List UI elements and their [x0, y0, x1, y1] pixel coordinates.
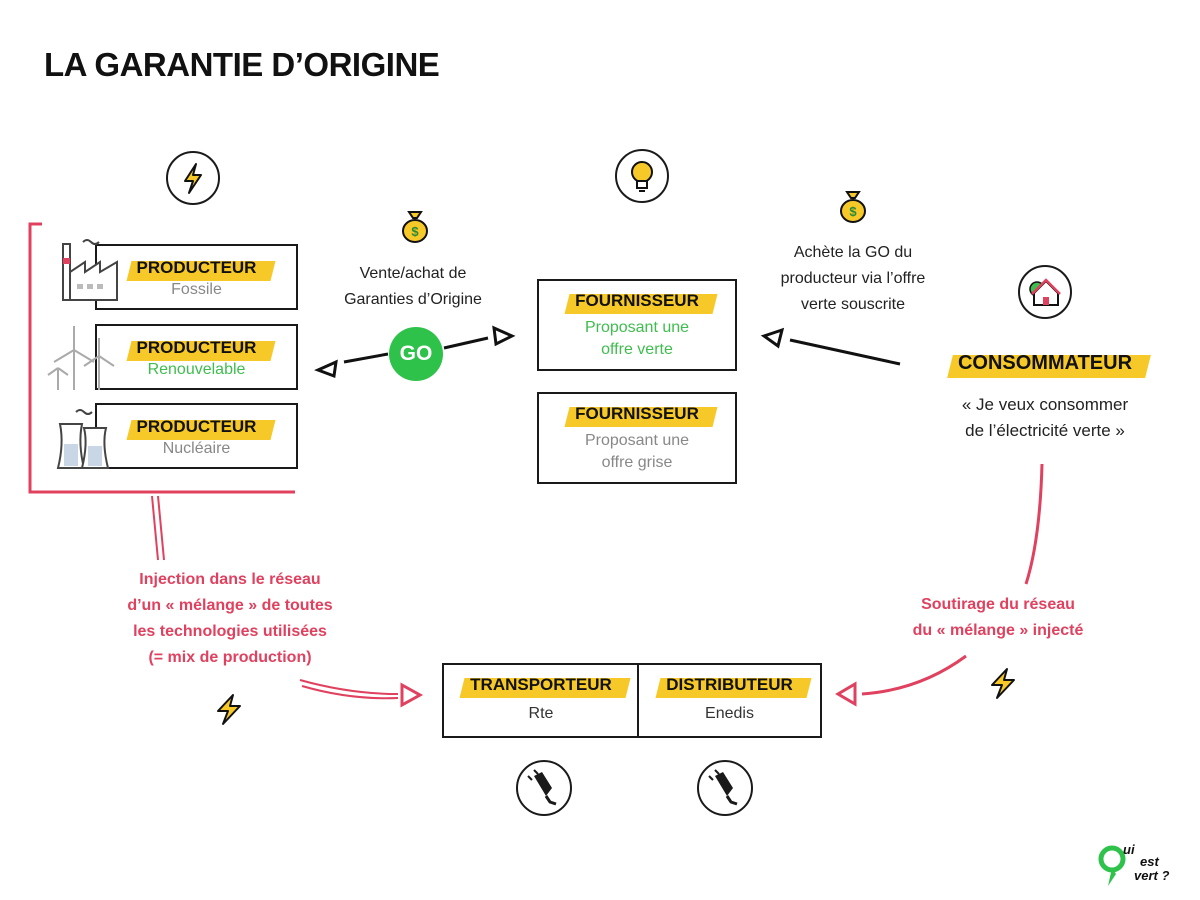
supplier-green-label: FOURNISSEUR	[569, 291, 705, 311]
transporter-cell: TRANSPORTEUR Rte	[444, 665, 638, 736]
power-plug-icon-circle	[697, 760, 753, 816]
lightning-icon	[184, 163, 202, 194]
lightbulb-icon	[631, 161, 653, 192]
consumer-quote-line2: de l’électricité verte »	[965, 421, 1125, 440]
svg-text:$: $	[849, 204, 857, 219]
house-icon-circle	[1018, 265, 1072, 319]
logo-text-vert: vert ?	[1134, 868, 1170, 883]
withdrawal-line-bottom	[861, 654, 967, 696]
money-bag-icon: $	[402, 211, 428, 243]
consumer-quote-line1: « Je veux consommer	[961, 395, 1129, 414]
go-arrowhead-left	[314, 359, 338, 379]
producer-fossil-type: Fossile	[171, 281, 222, 298]
distributor-label: DISTRIBUTEUR	[660, 675, 799, 695]
brand-logo: ui est vert ?	[1098, 842, 1193, 892]
lightning-icon	[217, 694, 241, 725]
injection-line-bottom	[299, 679, 399, 695]
go-exchange-text: Vente/achat de Garanties d’Origine	[318, 261, 508, 313]
producer-renewable-label: PRODUCTEUR	[131, 338, 263, 358]
go-exchange-line1: Vente/achat de	[359, 265, 467, 282]
withdrawal-arrowhead	[835, 681, 857, 707]
injection-line3: les technologies utilisées	[133, 623, 327, 640]
supplier-grey-label: FOURNISSEUR	[569, 404, 705, 424]
injection-line2: d’un « mélange » de toutes	[127, 597, 333, 614]
injection-line1: Injection dans le réseau	[139, 571, 321, 588]
logo-text-est: est	[1140, 854, 1159, 869]
go-arrowhead-right	[492, 325, 516, 347]
supplier-green-desc-line2: offre verte	[601, 341, 673, 358]
producer-nuclear-label: PRODUCTEUR	[131, 417, 263, 437]
power-plug-icon-circle	[516, 760, 572, 816]
supplier-grey-box: FOURNISSEUR Proposant une offre grise	[537, 392, 737, 484]
withdrawal-line1: Soutirage du réseau	[921, 596, 1075, 613]
house-icon	[1029, 278, 1061, 306]
producer-nuclear-type: Nucléaire	[162, 440, 231, 457]
power-plug-icon	[708, 769, 738, 806]
consumer-purchase-line3: verte souscrite	[800, 296, 906, 313]
producer-fossil-box: PRODUCTEUR Fossile	[95, 244, 298, 310]
go-exchange-line2: Garanties d’Origine	[344, 291, 482, 308]
logo-q-mark	[1098, 845, 1126, 886]
svg-text:$: $	[411, 224, 419, 239]
lightning-icon	[991, 668, 1015, 699]
consumer-label: CONSOMMATEUR	[952, 352, 1138, 375]
power-plug-icon	[527, 769, 557, 806]
lightning-icon-circle	[166, 151, 220, 205]
distributor-name: Enedis	[705, 705, 754, 722]
withdrawal-text: Soutirage du réseau du « mélange » injec…	[868, 592, 1128, 644]
factory-icon	[62, 239, 118, 301]
nuclear-plant-icon	[56, 409, 110, 469]
injection-arrowhead	[400, 682, 424, 708]
transporter-name: Rte	[528, 705, 554, 722]
producer-renewable-type: Renouvelable	[147, 361, 246, 378]
injection-text: Injection dans le réseau d’un « mélange …	[80, 567, 380, 671]
consumer-purchase-line2: producteur via l’offre	[780, 270, 926, 287]
producer-renewable-box: PRODUCTEUR Renouvelable	[95, 324, 298, 390]
injection-line-top	[151, 495, 159, 561]
supplier-green-box: FOURNISSEUR Proposant une offre verte	[537, 279, 737, 371]
wind-turbine-icon	[47, 326, 115, 390]
consumer-block: CONSOMMATEUR	[930, 352, 1160, 375]
consumer-arrowhead	[760, 327, 785, 349]
supplier-grey-desc: Proposant une offre grise	[539, 430, 735, 474]
supplier-grey-desc-line2: offre grise	[601, 454, 673, 471]
consumer-purchase-text: Achète la GO du producteur via l’offre v…	[748, 240, 958, 318]
supplier-green-desc: Proposant une offre verte	[539, 317, 735, 361]
supplier-green-desc-line1: Proposant une	[584, 319, 690, 336]
withdrawal-line-top	[1024, 463, 1044, 585]
logo-text-ui: ui	[1123, 842, 1135, 857]
withdrawal-line2: du « mélange » injecté	[912, 622, 1084, 639]
transporter-label: TRANSPORTEUR	[464, 675, 618, 695]
consumer-purchase-line1: Achète la GO du	[793, 244, 913, 261]
supplier-grey-desc-line1: Proposant une	[584, 432, 690, 449]
producers-bracket	[28, 222, 295, 494]
distributor-cell: DISTRIBUTEUR Enedis	[639, 665, 820, 736]
consumer-quote: « Je veux consommer de l’électricité ver…	[930, 392, 1160, 444]
injection-line4: (= mix de production)	[148, 649, 312, 666]
go-badge: GO	[389, 327, 443, 381]
network-divider	[637, 665, 639, 736]
network-box: TRANSPORTEUR Rte DISTRIBUTEUR Enedis	[442, 663, 822, 738]
money-bag-icon: $	[840, 191, 866, 223]
page-title: LA GARANTIE D’ORIGINE	[44, 46, 440, 83]
producer-nuclear-box: PRODUCTEUR Nucléaire	[95, 403, 298, 469]
producer-fossil-label: PRODUCTEUR	[131, 258, 263, 278]
lightbulb-icon-circle	[615, 149, 669, 203]
